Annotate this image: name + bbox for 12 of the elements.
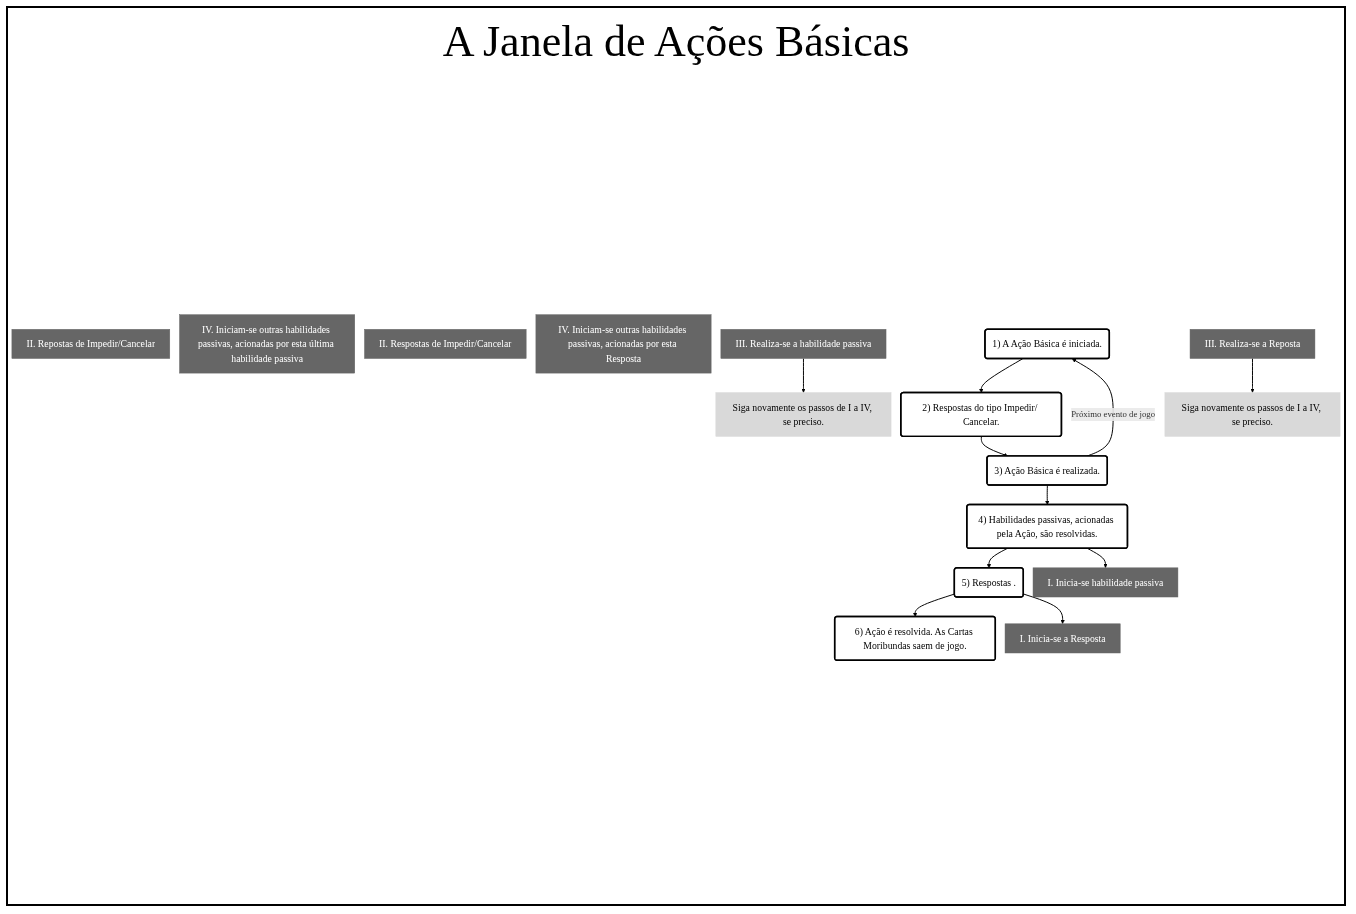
node-box: IV. Iniciam-se outras habilidades passivas, acionadas por esta Resposta (535, 314, 712, 374)
node-box: III. Realiza-se a habilidade passiva (720, 329, 887, 359)
node-box: I. Inicia-se a Resposta (1004, 623, 1121, 654)
node-box: I. Inicia-se habilidade passiva (1032, 567, 1179, 598)
node-box: IV. Iniciam-se outras habilidades passivas, acionadas por esta última habilidade passiva (179, 314, 355, 374)
node-box: Siga novamente os passos de I a IV, se preciso. (1164, 392, 1341, 437)
diagram-title: A Janela de Ações Básicas (442, 16, 910, 67)
edge-label: Próximo evento de jogo (1071, 409, 1156, 420)
node-box: II. Respostas de Impedir/Cancelar (364, 329, 527, 359)
node-box: II. Repostas de Impedir/Cancelar (11, 329, 171, 359)
node-box: III. Realiza-se a Reposta (1189, 329, 1316, 359)
node-box: Siga novamente os passos de I a IV, se preciso. (715, 392, 892, 437)
